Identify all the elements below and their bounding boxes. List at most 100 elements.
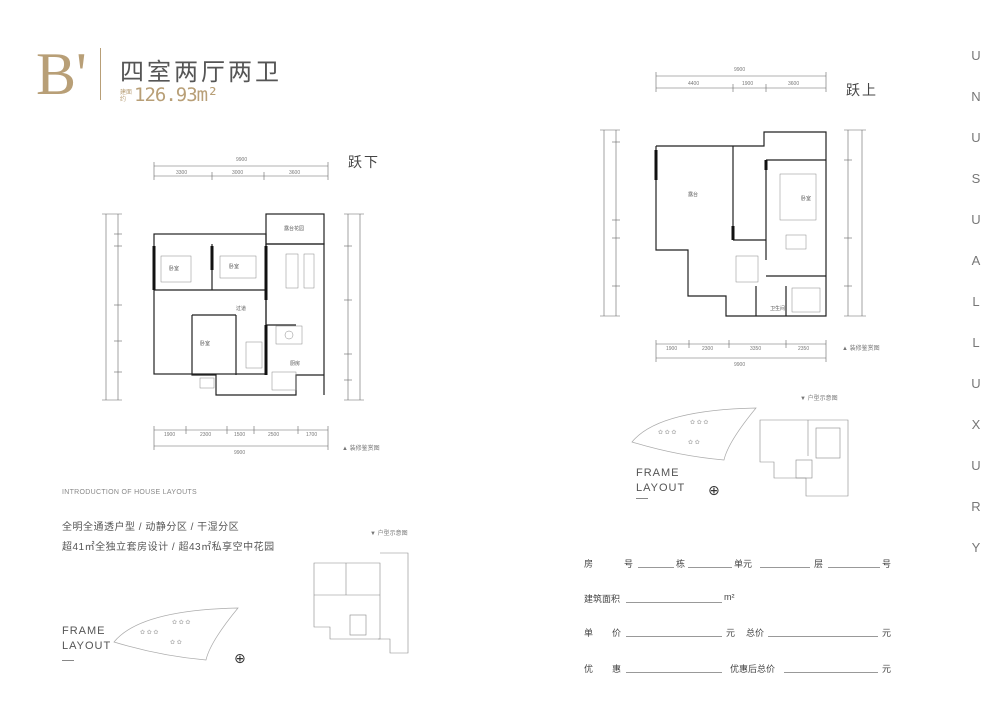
north-arrow-icon: ⊕ — [234, 650, 246, 666]
form-field-total-price[interactable] — [768, 636, 878, 637]
frame-left-label-line1: FRAME — [62, 625, 106, 637]
dim-label: 1900 — [666, 346, 677, 352]
svg-text:厨房: 厨房 — [290, 360, 300, 367]
upper-floor-label: 跃上 — [846, 82, 878, 98]
area-label: 建面约 — [120, 90, 133, 103]
tagline-letter: Y — [971, 540, 981, 555]
form-field-room[interactable] — [828, 567, 880, 568]
form-label: 栋 — [676, 559, 686, 569]
upper-legend: ▲ 装修鉴赏图 — [842, 346, 880, 352]
vertical-tagline: U N U S U A L L U X U R Y — [968, 48, 984, 555]
dim-label: 2500 — [268, 432, 279, 438]
svg-text:卧室: 卧室 — [229, 263, 239, 270]
dim-label: 9900 — [734, 362, 745, 368]
form-label: 单 — [584, 628, 594, 638]
header-divider — [100, 48, 101, 100]
frame-right-legend: ▼ 户型示意图 — [800, 396, 838, 402]
tagline-letter: U — [971, 48, 981, 63]
intro-title: INTRODUCTION OF HOUSE LAYOUTS — [62, 489, 197, 496]
unit-type-title: 四室两厅两卫 — [120, 59, 282, 86]
frame-right-legend-text: 户型示意图 — [807, 396, 838, 402]
upper-legend-text: 装修鉴赏图 — [849, 346, 880, 352]
tagline-letter: U — [971, 376, 981, 391]
frame-right-label: FRAME LAYOUT — [636, 466, 685, 496]
svg-text:露台花园: 露台花园 — [284, 225, 304, 232]
dim-label: 2300 — [200, 432, 211, 438]
tagline-letter: U — [971, 130, 981, 145]
form-label: 建筑面积 — [584, 594, 621, 604]
north-arrow-icon: ⊕ — [708, 482, 720, 498]
lower-floor-plan: 9900 3300 3000 3600 1900 2300 1500 2500 … — [102, 157, 364, 456]
svg-text:✿ ✿ ✿: ✿ ✿ ✿ — [140, 629, 158, 636]
form-field-unit-price[interactable] — [626, 636, 722, 637]
form-label: 优惠后总价 — [730, 664, 776, 674]
dim-label: 1900 — [742, 81, 753, 87]
area-value: 126.93m² — [134, 84, 219, 106]
form-label: 惠 — [612, 664, 622, 674]
dim-label: 3600 — [289, 170, 300, 176]
dim-label: 9900 — [236, 157, 247, 163]
form-label: 单元 — [734, 559, 753, 569]
tagline-letter: L — [972, 294, 980, 309]
form-row-price: 单 价 元 总价 元 — [584, 626, 894, 640]
form-field-area[interactable] — [626, 602, 722, 603]
tagline-letter: R — [971, 499, 981, 514]
svg-text:卫生间: 卫生间 — [770, 305, 785, 312]
dim-label: 3300 — [176, 170, 187, 176]
form-label: 层 — [814, 559, 824, 569]
svg-text:卧室: 卧室 — [169, 265, 179, 272]
frame-left-label-line2: LAYOUT — [62, 640, 112, 652]
dim-label: 1900 — [164, 432, 175, 438]
dim-label: 3000 — [232, 170, 243, 176]
form-label: 房 — [584, 559, 594, 569]
tagline-letter: X — [971, 417, 981, 432]
form-row-discount: 优 惠 优惠后总价 元 — [584, 662, 894, 676]
form-row-unit: 房 号 栋 单元 层 号 — [584, 557, 894, 571]
lower-floor-label: 跃下 — [348, 154, 380, 170]
frame-right-label-line2: LAYOUT — [636, 482, 686, 494]
lower-legend-text: 装修鉴赏图 — [349, 446, 380, 452]
frame-left-legend: ▼ 户型示意图 — [370, 531, 408, 537]
dim-label: 9900 — [234, 450, 245, 456]
svg-text:卧室: 卧室 — [200, 340, 210, 347]
svg-text:✿ ✿: ✿ ✿ — [688, 439, 700, 446]
dim-label: 3600 — [788, 81, 799, 87]
form-label: 价 — [612, 628, 622, 638]
form-label: 元 — [882, 628, 892, 638]
dim-label: 2300 — [702, 346, 713, 352]
dim-label: 9900 — [734, 67, 745, 73]
form-label: m² — [724, 592, 735, 602]
svg-text:过道: 过道 — [236, 305, 246, 312]
tagline-letter: U — [971, 212, 981, 227]
dim-label: 2350 — [798, 346, 809, 352]
frame-right-key-plan — [759, 419, 849, 497]
form-field-floor[interactable] — [760, 567, 810, 568]
svg-text:露台: 露台 — [688, 191, 698, 198]
form-field-building[interactable] — [638, 567, 674, 568]
form-label: 号 — [624, 559, 634, 569]
unit-type-code: B' — [36, 41, 87, 107]
frame-left-label: FRAME LAYOUT — [62, 624, 111, 654]
intro-line-2: 超41㎡全独立套房设计 / 超43㎡私享空中花园 — [62, 542, 275, 553]
frame-right-label-line1: FRAME — [636, 467, 680, 479]
form-field-discount[interactable] — [626, 672, 722, 673]
form-field-unit[interactable] — [688, 567, 732, 568]
form-label: 优 — [584, 664, 594, 674]
svg-text:✿ ✿: ✿ ✿ — [170, 639, 182, 646]
tagline-letter: A — [971, 253, 981, 268]
svg-text:✿ ✿ ✿: ✿ ✿ ✿ — [658, 429, 676, 436]
form-label: 元 — [882, 664, 892, 674]
tagline-letter: L — [972, 335, 980, 350]
form-label: 元 — [726, 628, 736, 638]
frame-right-site-plan: ✿ ✿ ✿ ✿ ✿ ✿ ✿ ✿ — [631, 407, 757, 461]
frame-right-underline — [636, 498, 648, 499]
frame-left-key-plan — [313, 552, 409, 654]
form-label: 号 — [882, 559, 892, 569]
dim-label: 1700 — [306, 432, 317, 438]
dim-label: 1500 — [234, 432, 245, 438]
form-field-final-price[interactable] — [784, 672, 878, 673]
svg-text:✿ ✿ ✿: ✿ ✿ ✿ — [690, 419, 708, 426]
tagline-letter: S — [971, 171, 981, 186]
svg-text:✿ ✿ ✿: ✿ ✿ ✿ — [172, 619, 190, 626]
frame-left-site-plan: ✿ ✿ ✿ ✿ ✿ ✿ ✿ ✿ — [113, 607, 239, 661]
